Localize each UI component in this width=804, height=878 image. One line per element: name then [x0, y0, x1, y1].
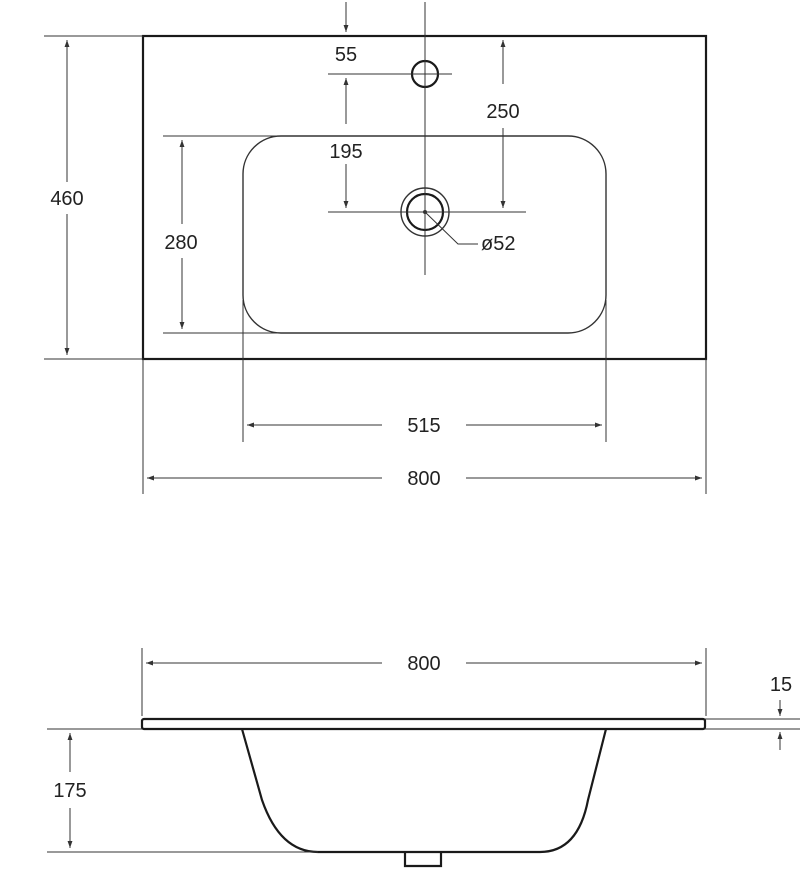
dim-195-label: 195 — [329, 141, 362, 163]
dim-15-label: 15 — [770, 674, 792, 696]
dim-280-label: 280 — [164, 232, 197, 254]
dim-515-label: 515 — [407, 415, 440, 437]
dim-55-label: 55 — [335, 44, 357, 66]
drain-leader-line — [424, 211, 478, 245]
top-view: 460 280 55 195 250 ø52 515 800 — [44, 2, 708, 494]
side-view: 800 15 175 — [47, 648, 800, 868]
drain-outlet — [403, 852, 443, 868]
drain-diameter-label: ø52 — [481, 233, 515, 255]
dim-800-top-label: 800 — [407, 468, 440, 490]
dim-175-label: 175 — [53, 780, 86, 802]
dim-800-side-label: 800 — [407, 653, 440, 675]
basin-bowl-profile — [240, 728, 608, 854]
dim-250-label: 250 — [486, 101, 519, 123]
countertop-slab — [140, 717, 707, 731]
dim-460-label: 460 — [50, 188, 83, 210]
